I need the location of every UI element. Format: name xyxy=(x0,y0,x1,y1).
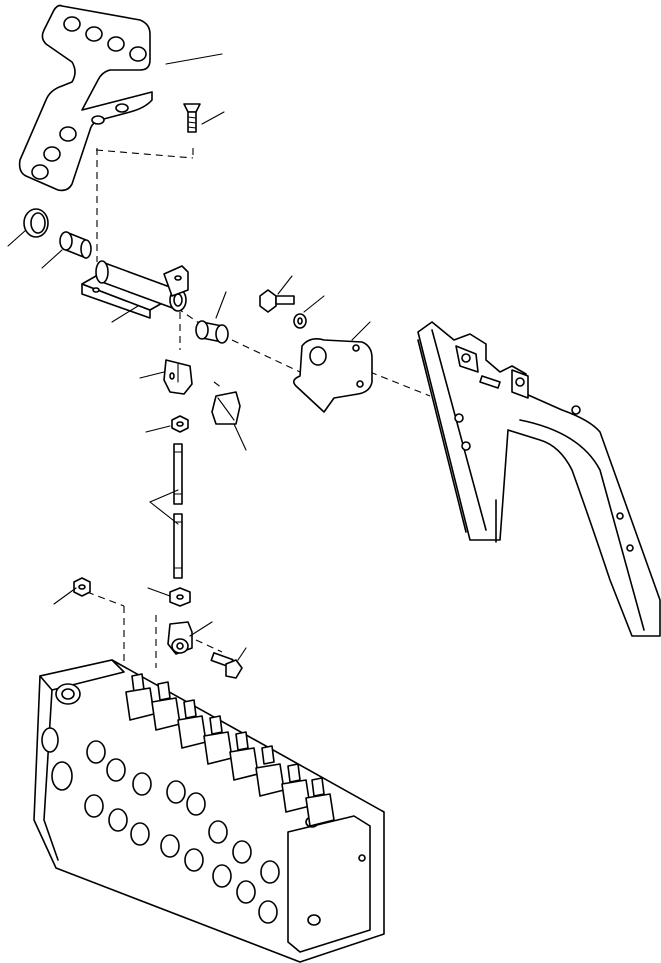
clevis xyxy=(163,359,193,395)
spacer-collar xyxy=(195,320,229,344)
support-bracket xyxy=(292,338,373,413)
callout-leaders xyxy=(7,53,371,661)
bolt-lower xyxy=(210,652,243,679)
assembly-guide-lines xyxy=(86,148,431,670)
bushing xyxy=(59,231,92,259)
nut-lower xyxy=(169,587,191,607)
snap-ring xyxy=(23,208,49,238)
washer xyxy=(293,313,307,329)
ball-joint xyxy=(167,621,193,655)
push-rod-pair xyxy=(173,443,183,579)
nut-upper xyxy=(171,415,189,433)
frame xyxy=(417,321,661,637)
hex-bolt xyxy=(259,289,295,313)
countersunk-screw xyxy=(183,103,201,133)
mounting-plate xyxy=(18,4,153,192)
nut-valve xyxy=(73,577,91,597)
lever-bracket xyxy=(81,260,189,319)
lock-pin xyxy=(211,391,241,425)
control-valve xyxy=(33,659,385,963)
